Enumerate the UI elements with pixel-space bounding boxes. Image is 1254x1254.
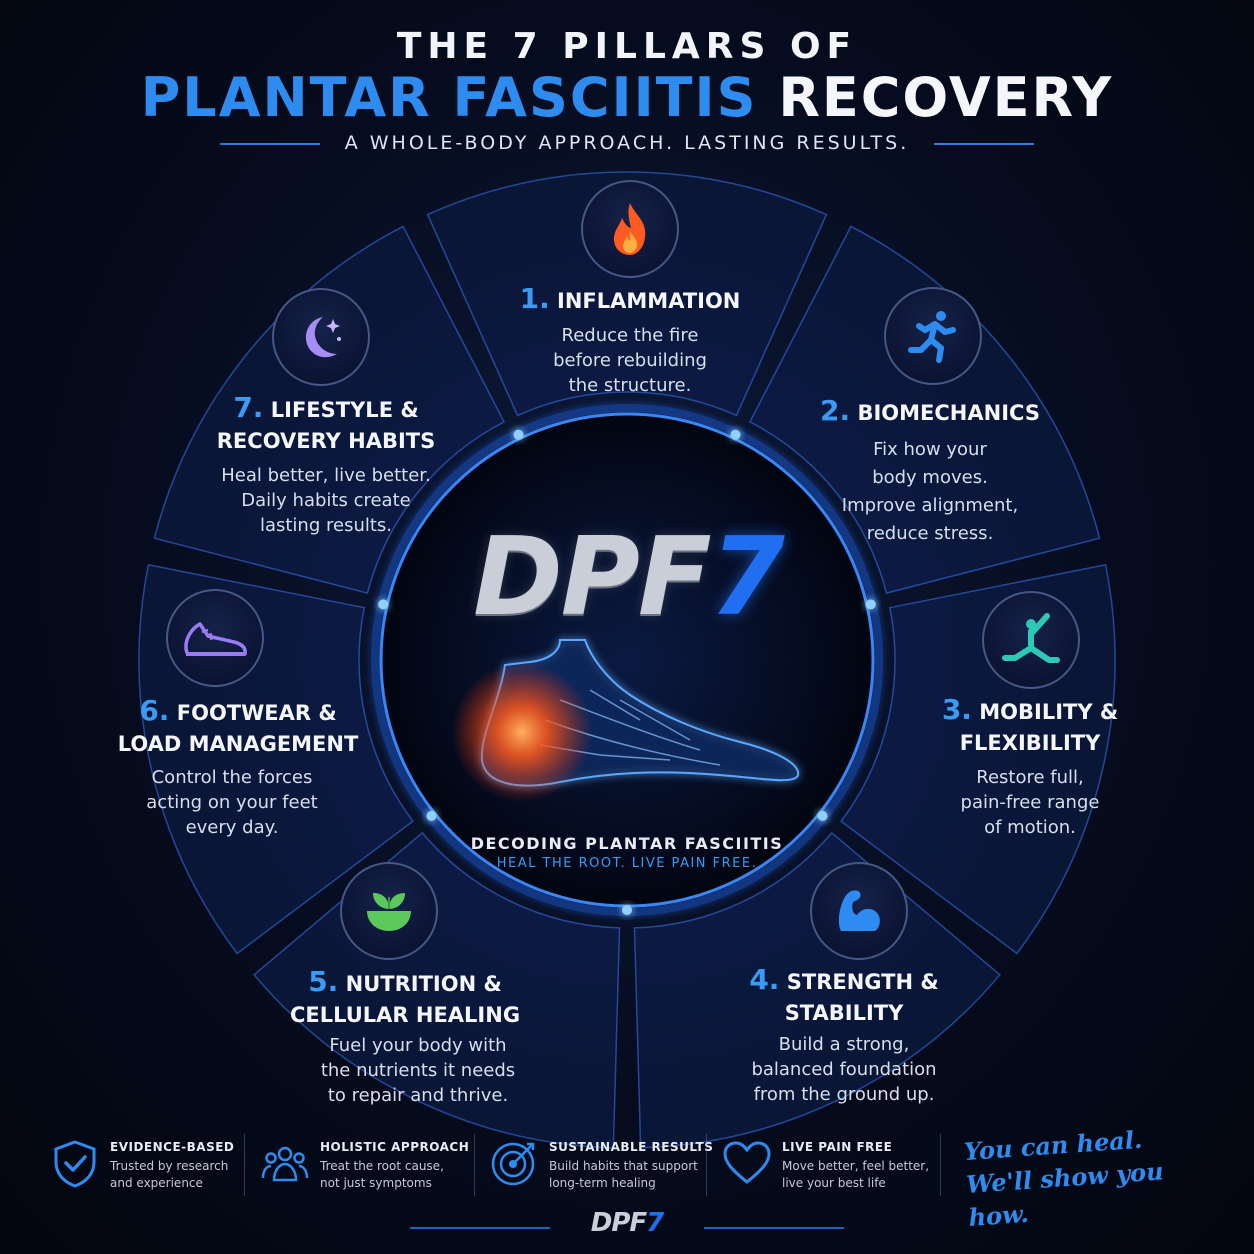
center-tagline: HEAL THE ROOT. LIVE PAIN FREE. xyxy=(496,856,758,871)
footer-divider xyxy=(940,1134,941,1196)
title-white-part: RECOVERY xyxy=(778,66,1114,129)
hub-dot xyxy=(865,599,876,610)
target-icon xyxy=(491,1142,535,1186)
pillar-4-title: 4. STRENGTH & STABILITY xyxy=(749,963,939,1025)
page-subtitle: A WHOLE-BODY APPROACH. LASTING RESULTS. xyxy=(344,132,910,154)
pillar-1-icon-badge xyxy=(581,180,679,278)
header-line-1: THE 7 PILLARS OF xyxy=(396,26,858,67)
wheel-segment-4 xyxy=(633,831,1001,1149)
dpf7-logo: DPF7 xyxy=(473,515,785,640)
footer-divider xyxy=(244,1134,245,1196)
wheel-segment-7 xyxy=(153,225,506,595)
hub-dot xyxy=(817,810,828,821)
shield-check-icon xyxy=(54,1140,96,1188)
flame-icon xyxy=(613,203,646,255)
people-group-icon xyxy=(261,1146,309,1182)
footer-item-holistic-approach: HOLISTIC APPROACH Treat the root cause,n… xyxy=(260,1136,470,1196)
hub-connector-dots xyxy=(378,429,876,915)
moon-icon xyxy=(305,317,341,358)
page-title: PLANTAR FASCIITIS RECOVERY xyxy=(0,66,1254,129)
center-caption: DECODING PLANTAR FASCIITIS xyxy=(470,834,784,853)
pillar-4-icon-badge xyxy=(810,862,908,960)
pillar-5-icon-badge xyxy=(340,862,438,960)
pillar-6-title: 6. FOOTWEAR & LOAD MANAGEMENT xyxy=(117,694,359,756)
pillar-3-title: 3. MOBILITY & FLEXIBILITY xyxy=(941,693,1119,755)
pillar-7-description: Heal better, live better.Daily habits cr… xyxy=(221,465,431,536)
hub-dot xyxy=(730,429,741,440)
hub-dot xyxy=(378,599,389,610)
footer-divider xyxy=(474,1134,475,1196)
subtitle-rule-right xyxy=(934,143,1034,145)
pillar-2-title: 2. BIOMECHANICS xyxy=(820,394,1040,427)
stretching-person-icon xyxy=(1002,613,1060,663)
footer-logo: DPF7 xyxy=(590,1208,665,1238)
subtitle-rule-left xyxy=(220,143,320,145)
footer-item-live-pain-free: LIVE PAIN FREE Move better, feel better,… xyxy=(722,1136,932,1196)
title-blue-part: PLANTAR FASCIITIS xyxy=(140,66,758,129)
pillar-7-icon-badge xyxy=(272,288,370,386)
hub-dot xyxy=(426,810,437,821)
pillar-3-icon-badge xyxy=(982,591,1080,689)
pillar-2-icon-badge xyxy=(884,287,982,385)
leaf-bowl-icon xyxy=(367,893,411,931)
wheel-segment-1 xyxy=(426,171,828,417)
footer-item-sustainable-results: SUSTAINABLE RESULTS Build habits that su… xyxy=(489,1136,713,1196)
pillar-5-title: 5. NUTRITION & CELLULAR HEALING xyxy=(289,965,521,1027)
footer-divider xyxy=(706,1134,707,1196)
sneaker-icon xyxy=(184,622,247,656)
pillar-1-title: 1. INFLAMMATION xyxy=(519,282,741,315)
flexed-arm-icon xyxy=(838,890,880,931)
running-person-icon xyxy=(908,311,956,363)
pillar-6-icon-badge xyxy=(166,589,264,687)
footer-rule-left xyxy=(410,1227,550,1229)
heart-icon xyxy=(723,1141,771,1184)
foot-illustration xyxy=(452,639,800,802)
footer-rule-right xyxy=(704,1227,844,1229)
hub-dot xyxy=(513,429,524,440)
hub-dot xyxy=(622,905,632,915)
pillar-7-title: 7. LIFESTYLE & RECOVERY HABITS xyxy=(216,391,436,453)
